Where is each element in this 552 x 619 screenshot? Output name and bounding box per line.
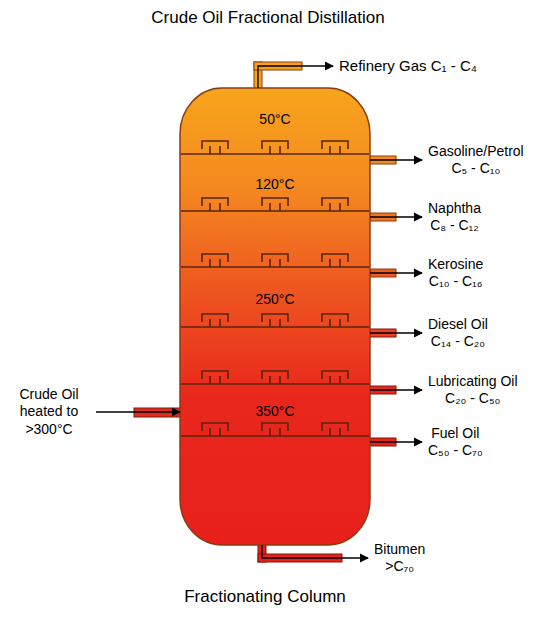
node-text: Fuel Oil <box>428 425 483 443</box>
node-text: Gasoline/Petrol <box>428 143 524 161</box>
flow-arrow <box>370 441 422 442</box>
temperature-label: 50°C <box>259 111 290 129</box>
product-label: Bitumen>C₇₀ <box>370 539 429 578</box>
bubble-cap <box>202 314 228 327</box>
node-text: Naphtha <box>428 200 481 218</box>
temperature-label: 120°C <box>255 176 294 194</box>
flow-arrow <box>96 411 180 412</box>
flow-arrow <box>370 216 422 217</box>
node-text: Refinery Gas C₁ - C₄ <box>339 57 477 76</box>
bubble-cap <box>262 314 288 327</box>
fractionating-column: 50°C 120°C 250°C 350°C <box>180 88 370 545</box>
product-label: KerosineC₁₀ - C₁₆ <box>424 254 487 293</box>
product-label: Lubricating OilC₂₀ - C₅₀ <box>424 371 522 410</box>
bubble-cap <box>202 141 228 154</box>
temperature-label: 250°C <box>255 291 294 309</box>
node-text: Crude Oil heated to >300°C <box>7 386 91 439</box>
bubble-cap <box>262 141 288 154</box>
node-text: C₈ - C₁₂ <box>428 217 481 235</box>
flow-arrow <box>370 159 422 160</box>
bubble-cap <box>262 254 288 267</box>
temperature-label: 350°C <box>255 403 294 421</box>
node-text: C₂₀ - C₅₀ <box>428 390 518 408</box>
product-label: Diesel OilC₁₄ - C₂₀ <box>424 314 492 353</box>
node-text: C₁₄ - C₂₀ <box>428 333 488 351</box>
flow-arrow <box>370 389 422 390</box>
bubble-cap <box>262 423 288 436</box>
product-label: Fuel OilC₅₀ - C₇₀ <box>424 423 487 462</box>
title: Crude Oil Fractional Distillation <box>151 8 384 28</box>
bubble-cap <box>202 198 228 211</box>
flow-arrow <box>370 332 422 333</box>
bubble-cap <box>262 371 288 384</box>
node-text: C₅ - C₁₀ <box>428 160 524 178</box>
bubble-cap <box>322 371 348 384</box>
bubble-cap <box>322 423 348 436</box>
bubble-cap <box>322 198 348 211</box>
column-shell <box>180 88 370 545</box>
node-text: >C₇₀ <box>374 558 425 576</box>
node-text: C₅₀ - C₇₀ <box>428 442 483 460</box>
node-text: C₁₀ - C₁₆ <box>428 273 483 291</box>
feed-label: Crude Oil heated to >300°C <box>3 384 95 441</box>
flow-arrow <box>370 272 422 273</box>
node-text: Kerosine <box>428 256 483 274</box>
caption: Fractionating Column <box>184 587 346 607</box>
bubble-cap-trays <box>181 141 369 436</box>
flow-arrow <box>258 66 333 88</box>
product-label: Refinery Gas C₁ - C₄ <box>335 55 481 78</box>
node-text: Lubricating Oil <box>428 373 518 391</box>
bubble-cap <box>202 423 228 436</box>
bubble-cap <box>322 314 348 327</box>
bubble-cap <box>262 198 288 211</box>
product-label: Gasoline/PetrolC₅ - C₁₀ <box>424 141 528 180</box>
bubble-cap <box>322 254 348 267</box>
flow-arrow <box>262 545 368 558</box>
bubble-cap <box>202 254 228 267</box>
product-label: NaphthaC₈ - C₁₂ <box>424 198 485 237</box>
node-text: Bitumen <box>374 541 425 559</box>
node-text: Diesel Oil <box>428 316 488 334</box>
bubble-cap <box>322 141 348 154</box>
bubble-cap <box>202 371 228 384</box>
